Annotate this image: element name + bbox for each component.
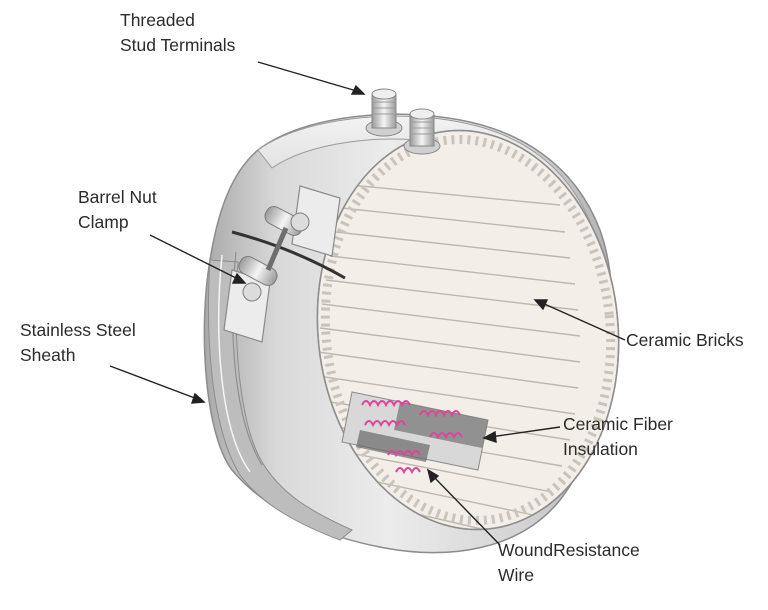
label-barrel-nut-clamp: Barrel Nut Clamp bbox=[78, 187, 157, 232]
arrowhead-clamp bbox=[231, 272, 247, 284]
label-stainless-steel-sheath: Stainless Steel Sheath bbox=[20, 320, 136, 365]
leader-clamp bbox=[149, 234, 241, 281]
arrowhead-sheath bbox=[191, 392, 206, 404]
leader-fiber bbox=[489, 426, 561, 438]
label-ceramic-fiber-insulation: Ceramic Fiber Insulation bbox=[563, 414, 673, 459]
arrowhead-terminals bbox=[350, 84, 366, 95]
leader-terminals bbox=[257, 61, 361, 93]
arrowhead-bricks bbox=[533, 299, 549, 311]
leader-sheath bbox=[109, 365, 201, 401]
arrowhead-wire bbox=[426, 468, 440, 484]
arrowhead-fiber bbox=[482, 430, 497, 444]
label-wound-resistance-wire: WoundResistance Wire bbox=[498, 540, 640, 585]
leader-wire bbox=[431, 474, 501, 546]
label-threaded-stud-terminals: Threaded Stud Terminals bbox=[120, 10, 236, 55]
wound-resistance-wire bbox=[361, 400, 463, 475]
threaded-stud-terminals bbox=[365, 88, 441, 155]
leader-bricks bbox=[539, 301, 626, 341]
barrel-nut-clamp bbox=[223, 185, 341, 343]
leader-lines bbox=[109, 61, 626, 546]
clamp-slit bbox=[231, 230, 346, 280]
label-ceramic-bricks: Ceramic Bricks bbox=[626, 330, 744, 350]
